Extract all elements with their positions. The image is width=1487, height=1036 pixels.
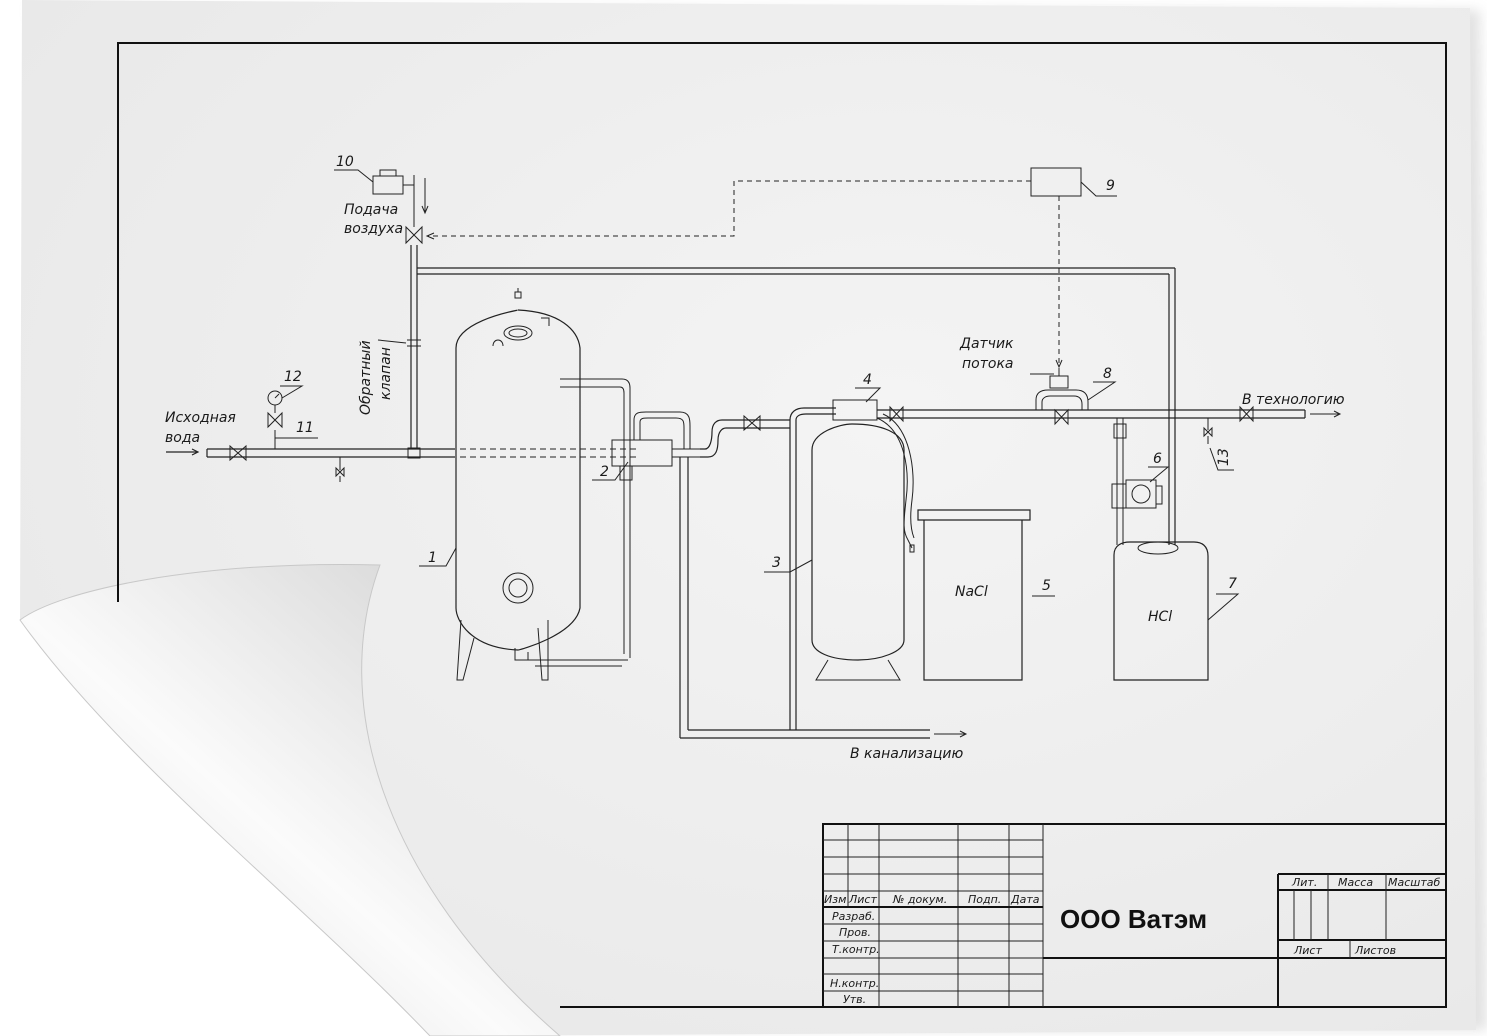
dosing-pump bbox=[1111, 418, 1163, 545]
tb-row-tkontr: Т.контр. bbox=[832, 943, 880, 956]
tb-sheets: Листов bbox=[1354, 944, 1396, 957]
flow-sensor-label-line1: Датчик bbox=[959, 336, 1014, 352]
hcl-label: HCl bbox=[1148, 609, 1172, 625]
callout-13: 13 bbox=[1216, 448, 1232, 466]
company-name: ООО Ватэм bbox=[1060, 904, 1207, 934]
callout-leaders bbox=[275, 169, 1240, 621]
callout-8: 8 bbox=[1103, 366, 1112, 382]
tb-col-date: Дата bbox=[1010, 893, 1040, 906]
callout-11: 11 bbox=[296, 420, 314, 436]
paper-sheet bbox=[20, 0, 1476, 1036]
tb-sheet: Лист bbox=[1293, 944, 1322, 957]
callout-2: 2 bbox=[600, 464, 609, 480]
aeration-tank bbox=[455, 288, 581, 681]
callout-7: 7 bbox=[1228, 576, 1237, 592]
tb-col-doc: № докум. bbox=[892, 893, 947, 906]
feed-to-softener bbox=[679, 414, 968, 739]
product-pipeline bbox=[877, 368, 1342, 444]
tb-row-prov: Пров. bbox=[839, 926, 871, 939]
inlet-valve bbox=[229, 444, 247, 462]
inlet-pipeline bbox=[166, 448, 455, 458]
inlet-sample-tap bbox=[335, 457, 345, 482]
air-return-line bbox=[417, 267, 1176, 545]
tb-mass: Масса bbox=[1338, 876, 1373, 889]
inlet-label-line2: вода bbox=[165, 430, 200, 446]
tb-lit: Лит. bbox=[1291, 876, 1317, 889]
nacl-label: NaCl bbox=[955, 584, 988, 600]
callout-5: 5 bbox=[1042, 578, 1051, 594]
check-valve-label-line2: клапан bbox=[378, 347, 394, 400]
brine-tank-nacl bbox=[917, 509, 1031, 681]
callout-12: 12 bbox=[284, 369, 302, 385]
tb-row-razrab: Разраб. bbox=[832, 910, 875, 923]
to-drain-label: В канализацию bbox=[850, 746, 964, 762]
air-label-line1: Подача bbox=[344, 202, 398, 218]
air-label-line2: воздуха bbox=[344, 221, 403, 237]
callout-10: 10 bbox=[336, 154, 354, 170]
acid-tank-hcl bbox=[1113, 541, 1209, 681]
tb-row-utv: Утв. bbox=[843, 993, 866, 1006]
callout-4: 4 bbox=[863, 372, 872, 388]
tb-col-izm: Изм bbox=[824, 893, 846, 906]
callout-6: 6 bbox=[1153, 451, 1162, 467]
controller bbox=[425, 167, 1082, 369]
callout-1: 1 bbox=[428, 550, 437, 566]
air-supply-line bbox=[372, 169, 429, 459]
callout-9: 9 bbox=[1106, 178, 1115, 194]
check-valve-label-line1: Обратный bbox=[358, 340, 374, 415]
title-block: Изм Лист № докум. Подп. Дата Разраб. Про… bbox=[822, 823, 1447, 1008]
flow-sensor-label-line2: потока bbox=[962, 356, 1013, 372]
softener-column bbox=[789, 399, 915, 730]
tb-row-nkontr: Н.контр. bbox=[830, 977, 879, 990]
callout-3: 3 bbox=[772, 555, 781, 571]
tb-scale: Масштаб bbox=[1388, 876, 1440, 889]
tb-col-list: Лист bbox=[848, 893, 877, 906]
paper-curl bbox=[19, 564, 561, 1036]
tank-internal-piping bbox=[460, 378, 640, 667]
inlet-label-line1: Исходная bbox=[165, 410, 236, 426]
to-process-label: В технологию bbox=[1242, 392, 1345, 408]
diagram-labels: Исходная вода Подача воздуха Обратный кл… bbox=[165, 154, 1345, 762]
manometer-assembly bbox=[267, 390, 283, 449]
tb-col-sign: Подп. bbox=[968, 893, 1001, 906]
